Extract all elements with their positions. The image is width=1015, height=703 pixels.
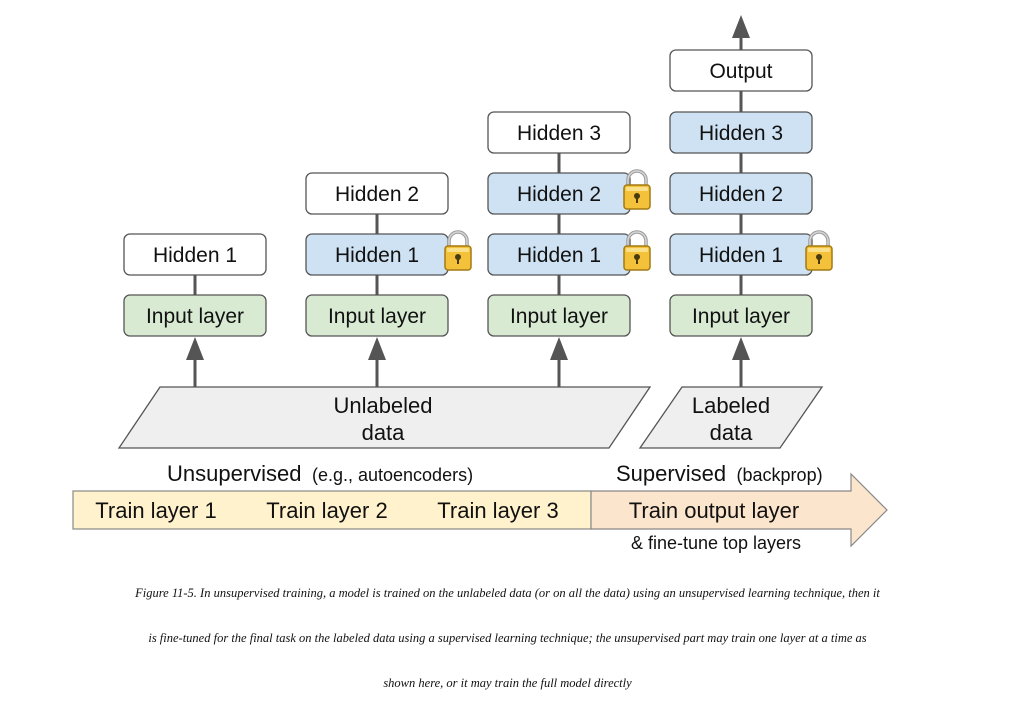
hidden-2-label: Hidden 2 (699, 183, 783, 206)
padlock-icon (443, 230, 473, 272)
hidden-3-label: Hidden 3 (699, 122, 783, 145)
padlock-icon (622, 230, 652, 272)
hidden-3-box (487, 111, 631, 154)
train-step-3: Train layer 3 (437, 498, 558, 523)
unlabeled-data-shape (117, 386, 652, 449)
hidden-1-label: Hidden 1 (517, 244, 601, 267)
supervised-heading: Supervised (backprop) (616, 461, 823, 486)
hidden-2-label: Hidden 2 (517, 183, 601, 206)
stage-1: Hidden 1 Input layer (123, 233, 267, 337)
input-layer-box (123, 294, 267, 337)
arrow-up-icon (732, 15, 750, 38)
labeled-data-label-2: data (710, 420, 754, 445)
hidden-3-label: Hidden 3 (517, 122, 601, 145)
hidden-2-box (305, 172, 449, 215)
figure-caption-line-1: Figure 11-5. In unsupervised training, a… (135, 586, 880, 600)
input-layer-box (487, 294, 631, 337)
hidden-1-label: Hidden 1 (335, 244, 419, 267)
hidden-3-box (669, 111, 813, 154)
padlock-icon (804, 230, 834, 272)
arrow-up-icon (368, 337, 386, 360)
output-label: Output (709, 60, 772, 83)
hidden-1-label: Hidden 1 (153, 244, 237, 267)
train-step-2: Train layer 2 (266, 498, 387, 523)
output-box (669, 49, 813, 92)
figure-caption-line-3: shown here, or it may train the full mod… (383, 676, 632, 690)
input-layer-label: Input layer (510, 305, 608, 328)
train-step-4: Train output layer (629, 498, 799, 523)
hidden-2-label: Hidden 2 (335, 183, 419, 206)
input-layer-box (305, 294, 449, 337)
labeled-data-shape (638, 386, 824, 449)
unsupervised-heading: Unsupervised (e.g., autoencoders) (167, 461, 473, 486)
arrow-up-icon (732, 337, 750, 360)
labeled-data-label-1: Labeled (692, 393, 770, 418)
supervised-phase-arrow (590, 472, 888, 548)
arrow-up-icon (186, 337, 204, 360)
fine-tune-note: & fine-tune top layers (631, 533, 801, 553)
input-layer-label: Input layer (146, 305, 244, 328)
arrow-up-icon (550, 337, 568, 360)
padlock-icon (622, 169, 652, 211)
unlabeled-data-label-2: data (362, 420, 406, 445)
input-layer-label: Input layer (692, 305, 790, 328)
stage-2: Hidden 2 Hidden 1 Input layer (305, 172, 473, 337)
hidden-1-box (123, 233, 267, 276)
unlabeled-data-label-1: Unlabeled (333, 393, 432, 418)
stage-3: Hidden 3 Hidden 2 Hidden 1 Input layer (487, 111, 652, 337)
input-layer-label: Input layer (328, 305, 426, 328)
hidden-2-box (669, 172, 813, 215)
hidden-1-label: Hidden 1 (699, 244, 783, 267)
input-layer-box (669, 294, 813, 337)
train-step-1: Train layer 1 (95, 498, 216, 523)
figure-caption-line-2: is fine-tuned for the final task on the … (148, 631, 867, 645)
unsupervised-phase-bar (72, 490, 592, 530)
stage-4: Output Hidden 3 Hidden 2 Hidden 1 Input … (669, 49, 834, 337)
